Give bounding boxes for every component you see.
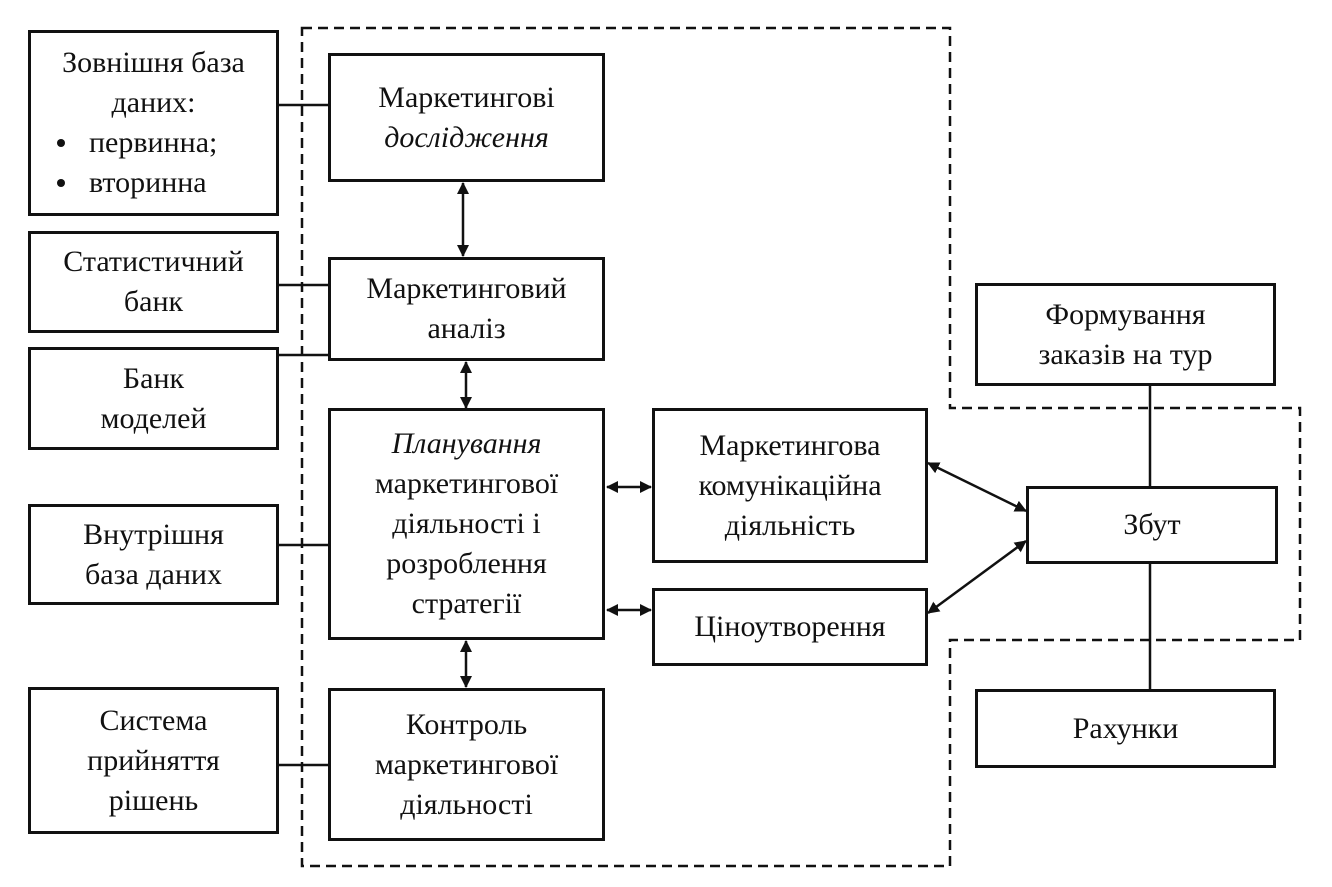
sales-box: Збут [1026, 486, 1278, 564]
communication-box: Маркетингова комунікаційна діяльність [652, 408, 928, 563]
planning-line: діяльності і [392, 507, 541, 540]
planning-line: розроблення [386, 547, 547, 580]
decision-system-box: Система прийняття рішень [28, 687, 279, 834]
control-box: Контроль маркетингової діяльності [328, 688, 605, 841]
tour-orders-line: заказів на тур [1038, 337, 1213, 371]
decision-system-line: прийняття [87, 743, 220, 777]
decision-system-line: рішень [108, 783, 199, 817]
sales-line: Збут [1123, 508, 1181, 541]
communication-line: діяльність [724, 508, 856, 542]
arrow-communication-sales [927, 461, 1027, 513]
arrow-pricing-sales [927, 539, 1027, 615]
control-line: Контроль [405, 707, 528, 741]
tour-orders-line: Формування [1045, 297, 1206, 331]
marketing-analysis-line: аналіз [427, 312, 506, 345]
decision-system-line: Система [99, 703, 208, 737]
marketing-research-box: Маркетингові дослідження [328, 53, 605, 182]
model-bank-line: моделей [100, 401, 207, 435]
model-bank-line: Банк [122, 361, 185, 395]
communication-line: комунікаційна [698, 468, 882, 502]
statistical-bank-box: Статистичний банк [28, 231, 279, 333]
pricing-box: Ціноутворення [652, 588, 928, 666]
planning-box: Планування маркетингової діяльності і ро… [328, 408, 605, 640]
internal-database-line: база даних [85, 557, 222, 591]
internal-database-line: Внутрішня [83, 517, 224, 551]
pricing-line: Ціноутворення [694, 610, 886, 643]
external-database-item: первинна; [31, 123, 276, 163]
marketing-research-line: Маркетингові [378, 80, 555, 114]
marketing-research-line: дослідження [384, 120, 549, 154]
external-database-title-line: Зовнішня база [62, 46, 245, 79]
accounts-box: Рахунки [975, 689, 1276, 768]
control-line: маркетингової [374, 747, 559, 781]
marketing-analysis-line: Маркетинговий [366, 272, 567, 305]
planning-line: маркетингової [374, 467, 559, 500]
external-database-title-line: даних: [111, 86, 196, 119]
planning-line: Планування [391, 427, 542, 460]
communication-line: Маркетингова [699, 428, 881, 462]
accounts-line: Рахунки [1072, 711, 1179, 745]
marketing-analysis-box: Маркетинговий аналіз [328, 257, 605, 361]
marketing-subsystem-boundary [300, 26, 1302, 868]
external-database-list: первинна; вторинна [31, 123, 276, 203]
internal-database-box: Внутрішня база даних [28, 504, 279, 605]
tour-orders-box: Формування заказів на тур [975, 283, 1276, 386]
statistical-bank-line: банк [123, 285, 184, 318]
external-database-item: вторинна [31, 163, 276, 203]
external-database-box: Зовнішня база даних: первинна; вторинна [28, 30, 279, 216]
planning-line: стратегії [411, 587, 522, 620]
statistical-bank-line: Статистичний [63, 245, 244, 278]
model-bank-box: Банк моделей [28, 347, 279, 450]
control-line: діяльності [400, 787, 533, 821]
